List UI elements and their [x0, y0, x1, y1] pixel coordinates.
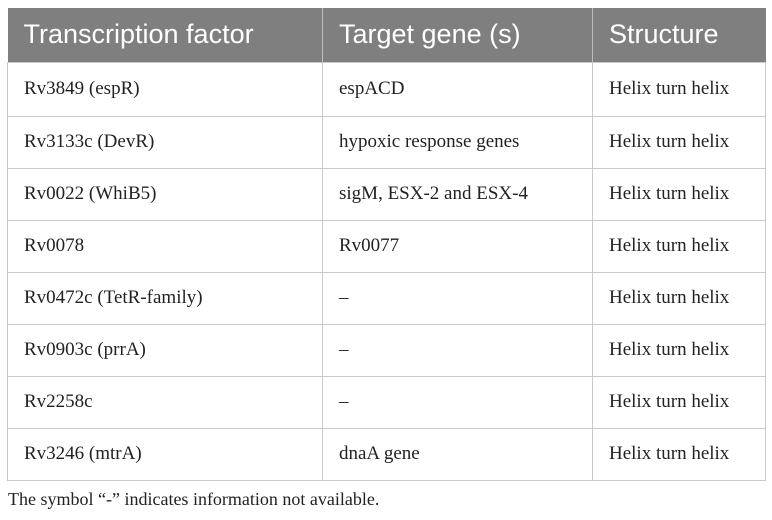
transcription-factor-table: Transcription factor Target gene (s) Str… — [7, 8, 766, 481]
cell-structure: Helix turn helix — [592, 115, 766, 169]
table-footnote: The symbol “-” indicates information not… — [8, 489, 380, 509]
table-row: Rv3133c (DevR) hypoxic response genes He… — [7, 115, 766, 169]
table-row: Rv2258c – Helix turn helix — [7, 375, 766, 429]
header-target-genes: Target gene (s) — [322, 8, 593, 62]
table-header-row: Transcription factor Target gene (s) Str… — [7, 8, 766, 62]
cell-transcription-factor: Rv3849 (espR) — [7, 61, 323, 117]
cell-structure: Helix turn helix — [592, 61, 766, 117]
data-table-container: Transcription factor Target gene (s) Str… — [7, 8, 766, 481]
table-row: Rv3849 (espR) espACD Helix turn helix — [7, 61, 766, 117]
table-row: Rv0903c (prrA) – Helix turn helix — [7, 323, 766, 377]
cell-structure: Helix turn helix — [592, 271, 766, 325]
cell-target-genes: espACD — [322, 61, 593, 117]
header-transcription-factor: Transcription factor — [7, 8, 323, 62]
cell-transcription-factor: Rv0078 — [7, 219, 323, 273]
cell-structure: Helix turn helix — [592, 427, 766, 481]
table-row: Rv3246 (mtrA) dnaA gene Helix turn helix — [7, 427, 766, 481]
cell-target-genes: – — [322, 375, 593, 429]
cell-transcription-factor: Rv3246 (mtrA) — [7, 427, 323, 481]
cell-transcription-factor: Rv0022 (WhiB5) — [7, 167, 323, 221]
cell-transcription-factor: Rv0472c (TetR-family) — [7, 271, 323, 325]
table-row: Rv0078 Rv0077 Helix turn helix — [7, 219, 766, 273]
table-row: Rv0472c (TetR-family) – Helix turn helix — [7, 271, 766, 325]
cell-target-genes: dnaA gene — [322, 427, 593, 481]
table-row: Rv0022 (WhiB5) sigM, ESX-2 and ESX-4 Hel… — [7, 167, 766, 221]
cell-target-genes: Rv0077 — [322, 219, 593, 273]
cell-target-genes: hypoxic response genes — [322, 115, 593, 169]
header-structure: Structure — [592, 8, 766, 62]
cell-structure: Helix turn helix — [592, 167, 766, 221]
cell-target-genes: – — [322, 271, 593, 325]
cell-structure: Helix turn helix — [592, 323, 766, 377]
cell-target-genes: – — [322, 323, 593, 377]
cell-structure: Helix turn helix — [592, 219, 766, 273]
cell-transcription-factor: Rv2258c — [7, 375, 323, 429]
cell-target-genes: sigM, ESX-2 and ESX-4 — [322, 167, 593, 221]
cell-structure: Helix turn helix — [592, 375, 766, 429]
cell-transcription-factor: Rv0903c (prrA) — [7, 323, 323, 377]
cell-transcription-factor: Rv3133c (DevR) — [7, 115, 323, 169]
